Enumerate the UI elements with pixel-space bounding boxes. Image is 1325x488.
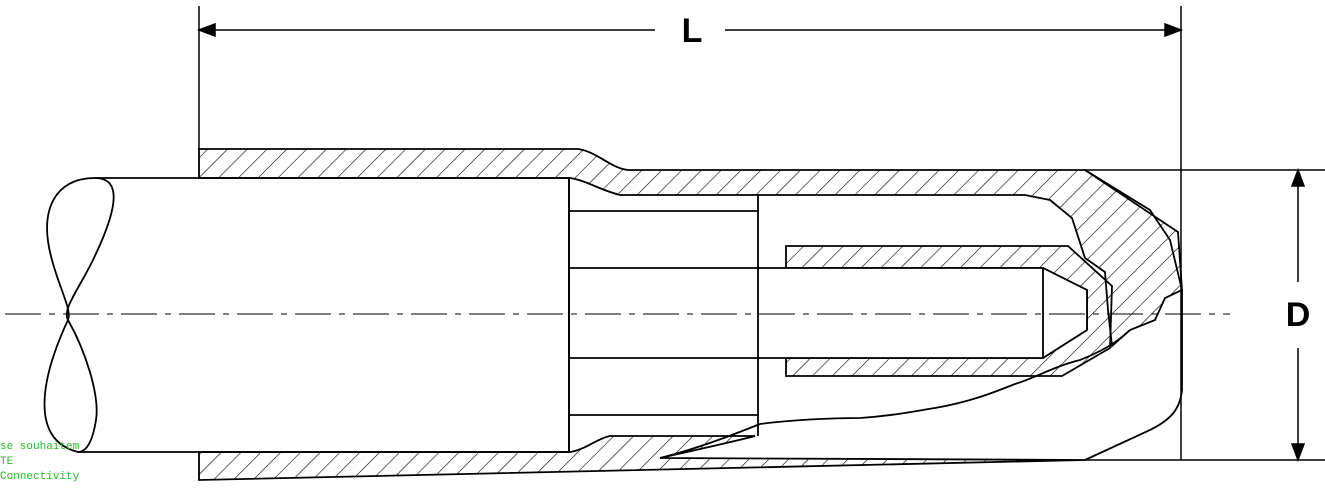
pin-body [568,267,1088,359]
pin [568,267,1088,359]
cable [43,177,570,453]
insulator [568,178,759,452]
length-label: L [682,12,703,50]
length-dimension [196,6,1184,460]
cable-break-line [65,177,115,453]
outer-shell-contour [1084,169,1183,461]
watermark-line-3: Connectivity [0,471,80,483]
diameter-label: D [1286,296,1311,334]
watermark-text: se souhaitem TE Connectivity [0,440,79,485]
watermark-line-1: se souhaitem [0,441,80,453]
cutaway-break-line [659,329,1131,459]
diameter-dimension [1085,167,1325,463]
cable-outline [43,177,570,453]
diameter-arrowhead-bottom [1290,443,1306,463]
diameter-arrowhead-top [1290,167,1306,187]
watermark-line-2: TE [0,456,14,468]
length-arrowhead-right [1164,22,1184,38]
length-arrowhead-left [196,22,216,38]
